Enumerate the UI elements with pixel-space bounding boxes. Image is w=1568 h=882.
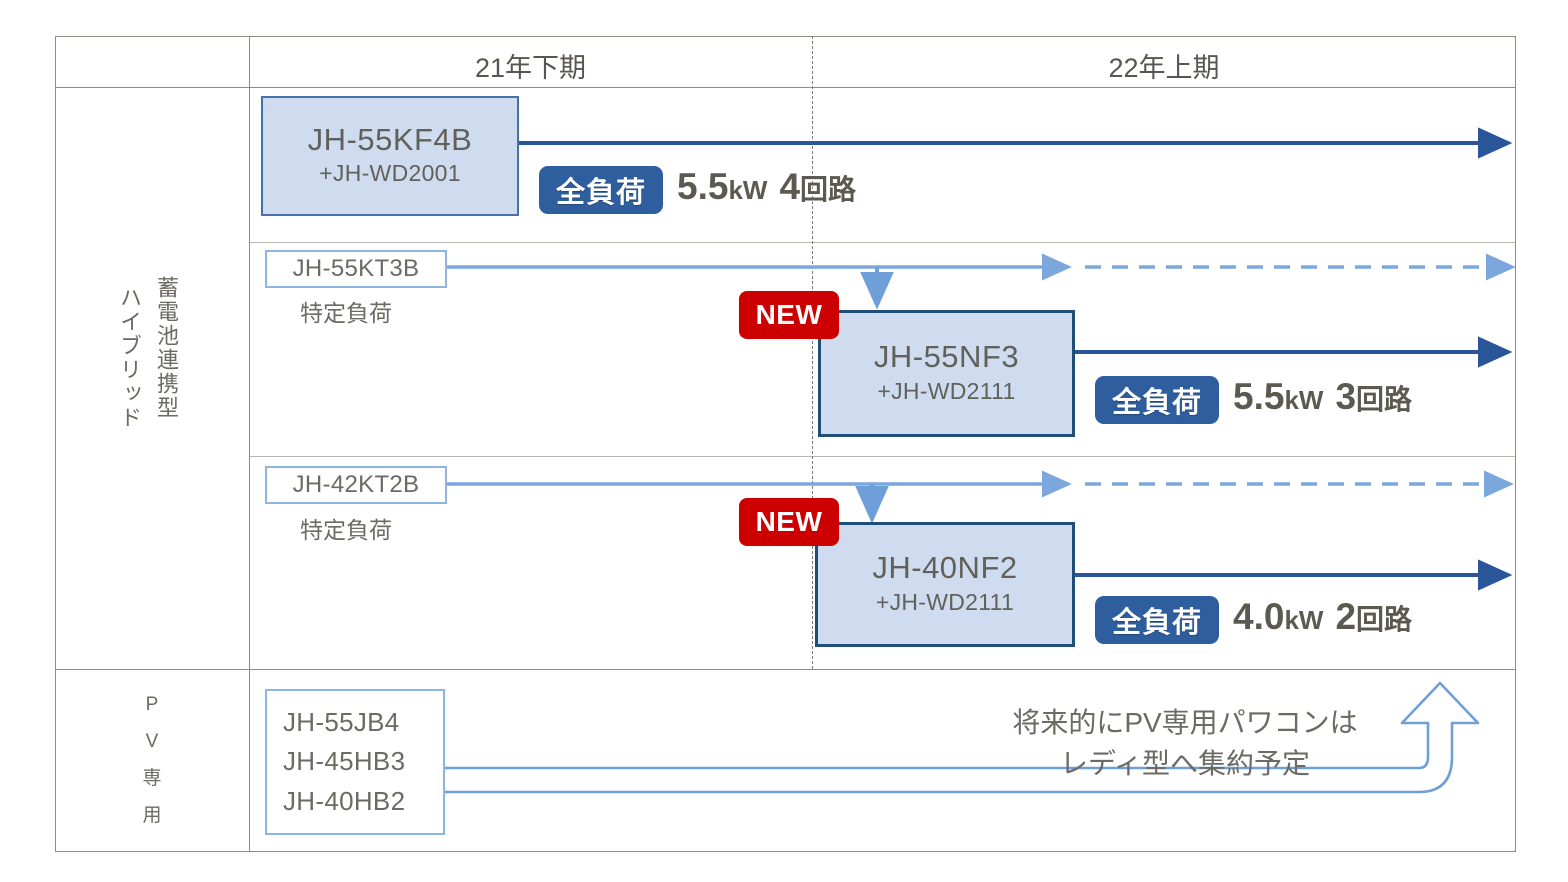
spec-text-row1: 5.5kW 4回路 <box>677 166 856 208</box>
product-submodel-jh-40nf2: +JH-WD2111 <box>875 588 1015 615</box>
legacy-box-jh-42kt2b[interactable]: JH-42KT2B <box>265 466 447 504</box>
spec-text-row3: 4.0kW 2回路 <box>1233 596 1412 638</box>
row-divider-2 <box>249 456 1516 457</box>
pv-model-1: JH-45HB3 <box>283 746 406 777</box>
product-box-jh-40nf2[interactable]: JH-40NF2 +JH-WD2111 <box>815 522 1075 647</box>
legacy-model-jh-42kt2b: JH-42KT2B <box>292 471 420 498</box>
spec-power-row1: 5.5 <box>677 166 729 207</box>
pv-model-2: JH-40HB2 <box>283 785 406 816</box>
spec-power-unit-row3: kW <box>1284 605 1324 635</box>
table-border-bottom <box>55 851 1516 852</box>
product-box-jh-55kf4b[interactable]: JH-55KF4B +JH-WD2001 <box>261 96 519 216</box>
load-badge-row1: 全負荷 <box>539 166 663 214</box>
table-border-right <box>1515 36 1516 852</box>
product-box-jh-55nf3[interactable]: JH-55NF3 +JH-WD2111 <box>818 310 1075 437</box>
category-label-hybrid-kana: ハイブリッド <box>117 286 142 430</box>
row-divider-1 <box>249 242 1516 243</box>
legacy-box-jh-55kt3b[interactable]: JH-55KT3B <box>265 250 447 288</box>
product-model-jh-55kf4b: JH-55KF4B <box>307 121 473 157</box>
category-label-pv-char-1: V <box>145 731 159 753</box>
spec-text-row2: 5.5kW 3回路 <box>1233 376 1412 418</box>
product-model-jh-40nf2: JH-40NF2 <box>872 550 1018 586</box>
legacy-load-type-row3: 特定負荷 <box>300 517 392 543</box>
category-label-hybrid-kanji: 蓄電池連携型 <box>154 276 179 420</box>
hybrid-section-bottom-rule <box>55 669 1516 670</box>
category-label-pv-char-0: P <box>145 694 159 715</box>
header-bottom-rule <box>55 87 1516 88</box>
period-header-first: 21年下期 <box>474 53 587 83</box>
category-label-pv-char-3: 用 <box>142 805 162 827</box>
table-border-top <box>55 36 1516 37</box>
spec-power-row3: 4.0 <box>1233 596 1285 637</box>
load-badge-row3: 全負荷 <box>1095 596 1219 644</box>
product-model-jh-55nf3: JH-55NF3 <box>873 339 1020 375</box>
legacy-load-type-row2: 特定負荷 <box>300 300 392 326</box>
spec-circuits-row2: 3 <box>1335 376 1357 417</box>
pv-consolidation-note-line2: レディ型へ集約予定 <box>1059 747 1311 779</box>
pv-consolidation-note-line1: 将来的にPV専用パワコンは <box>1012 707 1358 738</box>
product-submodel-jh-55kf4b: +JH-WD2001 <box>319 160 461 187</box>
category-label-pv: P V 専 用 <box>132 686 172 834</box>
pv-consolidation-note: 将来的にPV専用パワコンは レディ型へ集約予定 <box>960 703 1410 784</box>
spec-power-unit-row1: kW <box>728 175 768 205</box>
spec-circuits-row3: 2 <box>1335 596 1357 637</box>
new-badge-row2: NEW <box>739 291 839 339</box>
spec-circuits-row1: 4 <box>779 166 801 207</box>
new-badge-row3: NEW <box>739 498 839 546</box>
period-boundary-divider <box>812 36 813 669</box>
spec-circuits-unit-row2: 回路 <box>1356 384 1413 415</box>
spec-power-unit-row2: kW <box>1284 385 1324 415</box>
spec-circuits-unit-row1: 回路 <box>800 174 857 205</box>
pv-model-box[interactable]: JH-55JB4 JH-45HB3 JH-40HB2 <box>265 689 445 835</box>
category-label-pv-char-2: 専 <box>142 768 162 790</box>
product-submodel-jh-55nf3: +JH-WD2111 <box>877 377 1016 404</box>
load-badge-row2: 全負荷 <box>1095 376 1219 424</box>
label-column-rule <box>249 36 250 852</box>
spec-power-row2: 5.5 <box>1233 376 1285 417</box>
legacy-model-jh-55kt3b: JH-55KT3B <box>292 255 420 282</box>
pv-model-0: JH-55JB4 <box>283 706 400 737</box>
spec-circuits-unit-row3: 回路 <box>1356 604 1413 635</box>
period-header-second: 22年上期 <box>1108 53 1220 83</box>
table-border-left <box>55 36 56 852</box>
